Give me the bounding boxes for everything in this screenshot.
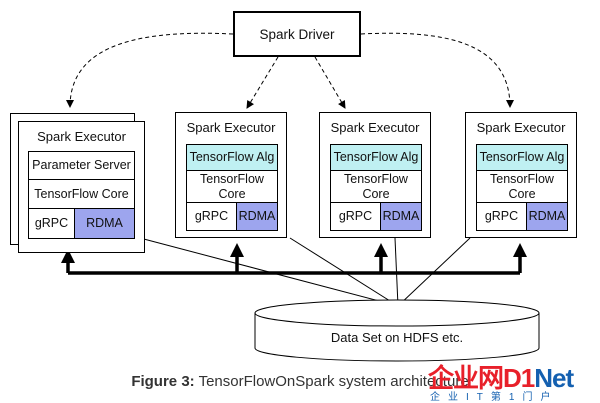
executor-4-rdma: RDMA <box>526 202 568 231</box>
executor-1-grpc: gRPC <box>28 208 75 239</box>
executor-4-box: Spark Executor TensorFlow Alg TensorFlow… <box>465 112 577 238</box>
driver-to-executor-1-connector <box>66 32 234 108</box>
executor-4-tensorflow-core: TensorFlow Core <box>476 170 568 203</box>
executor-2-to-dataset-line <box>289 237 399 307</box>
dataset-cylinder <box>254 299 540 362</box>
executor-2-rdma: RDMA <box>236 202 278 231</box>
d1net-watermark-logo: 企业网D1Net 企业IT第1门户 <box>428 358 598 403</box>
executor-1-tensorflow-core: TensorFlow Core <box>28 179 135 209</box>
executor-4-to-dataset-line <box>397 237 471 307</box>
executor-2-title: Spark Executor <box>186 120 276 135</box>
executor-2-tensorflow-core: TensorFlow Core <box>186 170 278 203</box>
executor-1-box: Spark Executor Parameter Server TensorFl… <box>18 121 145 253</box>
executor-1-rdma: RDMA <box>74 208 135 239</box>
watermark-sub-text: 企业IT第1门户 <box>430 392 559 403</box>
driver-to-executor-2-connector <box>246 56 279 109</box>
executor-4-grpc: gRPC <box>476 202 527 231</box>
dataset-label: Data Set on HDFS etc. <box>330 330 464 345</box>
executor-1-parameter-server: Parameter Server <box>28 151 135 180</box>
executor-3-title: Spark Executor <box>330 120 420 135</box>
caption-prefix: Figure 3: <box>131 373 195 390</box>
executor-2-grpc: gRPC <box>186 202 237 231</box>
executor-4-title: Spark Executor <box>476 120 566 135</box>
spark-driver-label: Spark Driver <box>259 26 335 42</box>
executor-4-tensorflow-alg: TensorFlow Alg <box>476 144 568 171</box>
executor-1-to-dataset-line <box>139 237 399 307</box>
executor-3-tensorflow-core: TensorFlow Core <box>330 170 422 203</box>
executor-3-to-dataset-line <box>394 237 399 307</box>
executor-3-rdma: RDMA <box>380 202 422 231</box>
watermark-main-label: 企业网D1Net <box>428 363 574 393</box>
figure-caption: Figure 3: TensorFlowOnSpark system archi… <box>0 373 600 390</box>
executor-3-grpc: gRPC <box>330 202 381 231</box>
executor-3-tensorflow-alg: TensorFlow Alg <box>330 144 422 171</box>
executor-2-tensorflow-alg: TensorFlow Alg <box>186 144 278 171</box>
caption-text: TensorFlowOnSpark system architecture <box>198 373 469 390</box>
driver-to-executor-3-connector <box>314 56 346 109</box>
driver-to-executor-4-connector <box>360 32 514 108</box>
executor-1-title: Spark Executor <box>37 129 126 144</box>
executor-2-box: Spark Executor TensorFlow Alg TensorFlow… <box>175 112 287 238</box>
watermark-main-text: 企业网D1Net <box>428 358 574 395</box>
executor-3-box: Spark Executor TensorFlow Alg TensorFlow… <box>319 112 431 238</box>
spark-driver-box: Spark Driver <box>233 11 361 57</box>
